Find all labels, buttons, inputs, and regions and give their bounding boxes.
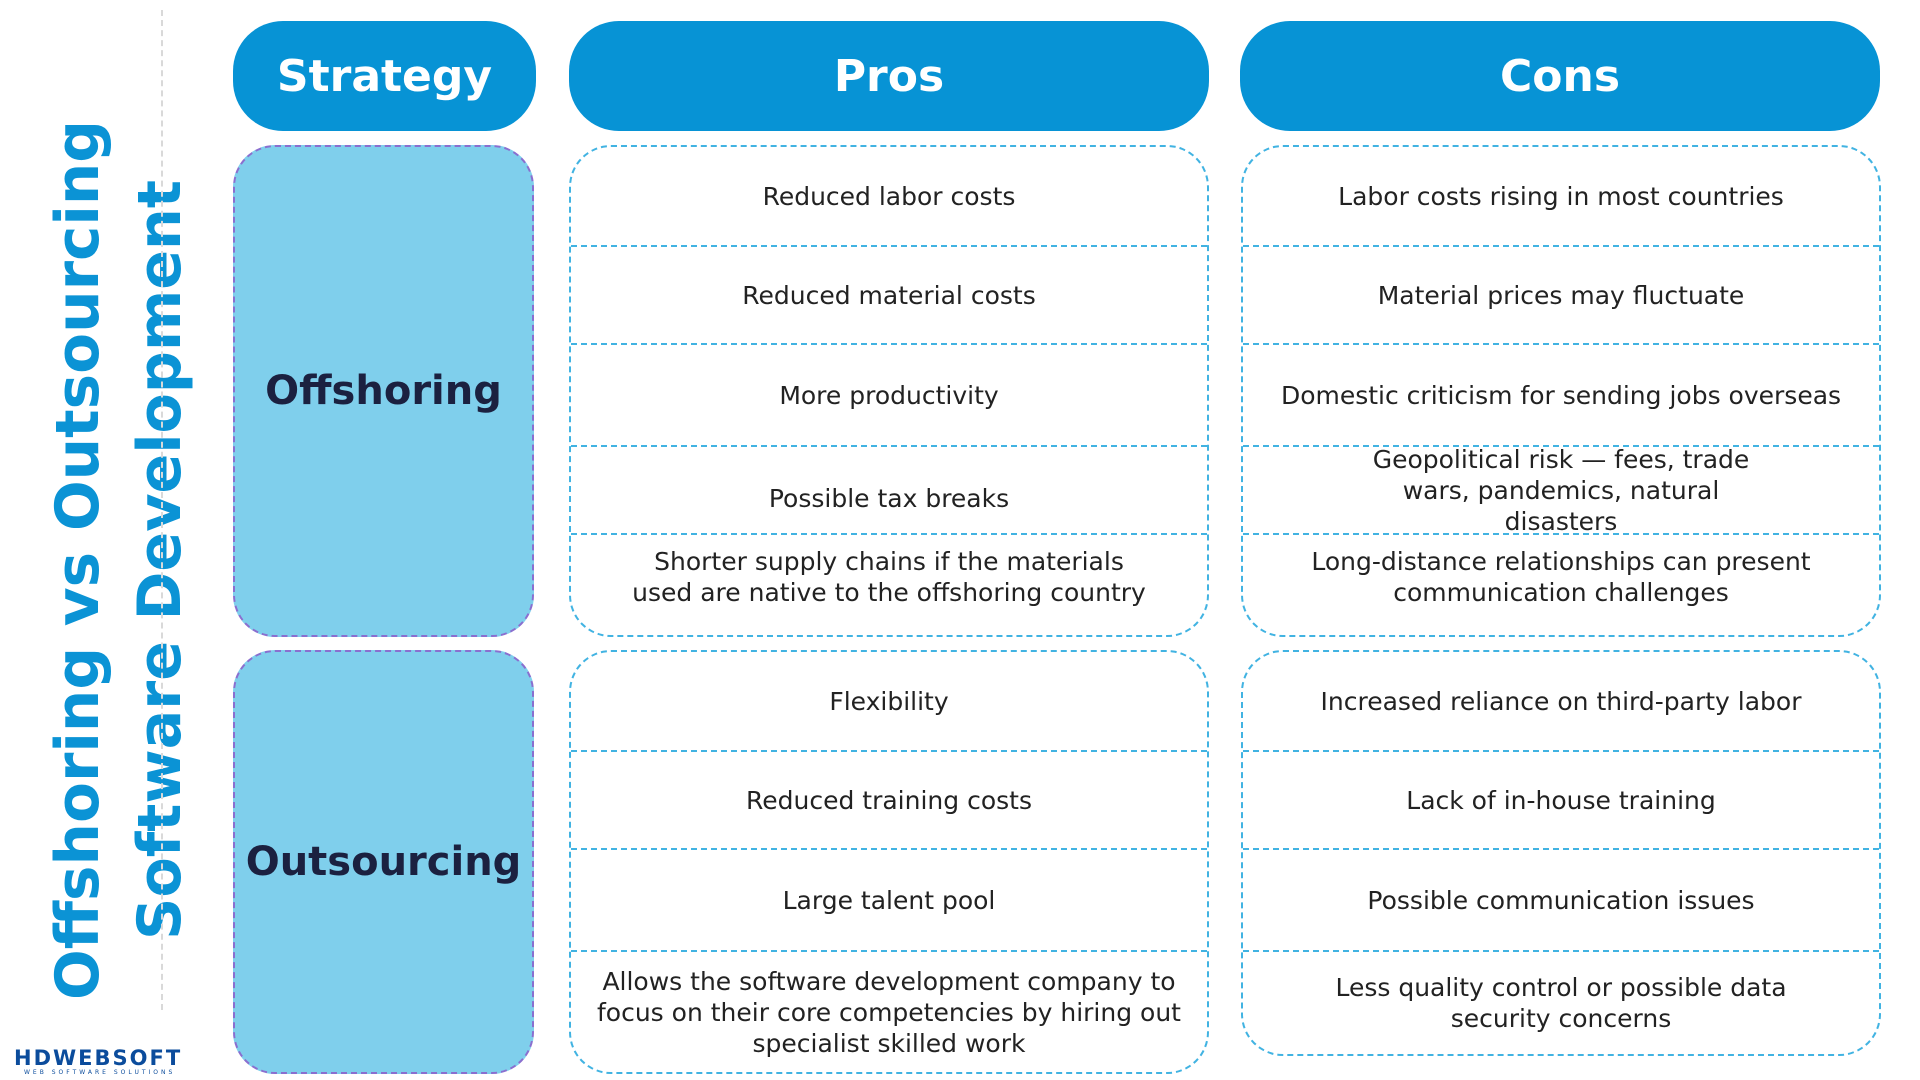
cons-item: Less quality control or possible data se…: [1335, 973, 1787, 1033]
row-divider: [571, 750, 1207, 752]
cons-item: Increased reliance on third-party labor: [1320, 686, 1802, 716]
cons-item: Domestic criticism for sending jobs over…: [1280, 380, 1842, 410]
row-divider: [1243, 848, 1879, 850]
cons-item: Lack of in-house training: [1406, 785, 1716, 815]
pros-item: Allows the software development company …: [597, 966, 1181, 1058]
pros-item: Possible tax breaks: [768, 483, 1010, 513]
cons-item: Material prices may fluctuate: [1377, 280, 1745, 310]
row-divider: [1243, 245, 1879, 247]
pros-item: Reduced material costs: [742, 280, 1036, 310]
row-divider: [1243, 533, 1879, 535]
logo-tagline: WEB SOFTWARE SOLUTIONS: [24, 1069, 176, 1076]
row-divider: [1243, 445, 1879, 447]
pros-item: Reduced training costs: [746, 785, 1032, 815]
row-divider: [571, 848, 1207, 850]
cons-item: Long-distance relationships can present …: [1311, 547, 1811, 607]
header-cons-label: Cons: [1499, 50, 1621, 102]
pros-item: Reduced labor costs: [762, 181, 1016, 211]
offshoring-pros-card: Reduced labor costs Reduced material cos…: [569, 145, 1209, 637]
row-divider: [571, 245, 1207, 247]
title-divider: [161, 10, 163, 1010]
pros-item: Flexibility: [829, 686, 949, 716]
cons-item: Labor costs rising in most countries: [1338, 181, 1784, 211]
logo-name: HDWEBSOFT: [14, 1046, 183, 1070]
pros-item: Shorter supply chains if the materials u…: [632, 547, 1146, 607]
header-pros: Pros: [569, 21, 1209, 131]
offshoring-cons-card: Labor costs rising in most countries Mat…: [1241, 145, 1881, 637]
row-divider: [1243, 950, 1879, 952]
row-divider: [571, 533, 1207, 535]
title-line-1: Offshoring vs Outsourcing: [43, 120, 113, 1000]
pros-item: More productivity: [779, 380, 999, 410]
header-cons: Cons: [1240, 21, 1880, 131]
header-strategy-label: Strategy: [276, 50, 493, 102]
row-divider: [571, 445, 1207, 447]
title-line-2: Software Development: [125, 180, 195, 940]
pros-item: Large talent pool: [782, 885, 996, 915]
strategy-outsourcing: Outsourcing: [233, 650, 534, 1074]
row-divider: [1243, 343, 1879, 345]
cons-item: Geopolitical risk — fees, trade wars, pa…: [1372, 444, 1750, 536]
cons-item: Possible communication issues: [1367, 885, 1755, 915]
strategy-outsourcing-label: Outsourcing: [245, 839, 522, 885]
vertical-title: Offshoring vs Outsourcing Software Devel…: [30, 60, 200, 1020]
row-divider: [1243, 750, 1879, 752]
header-pros-label: Pros: [833, 50, 945, 102]
outsourcing-cons-card: Increased reliance on third-party labor …: [1241, 650, 1881, 1056]
company-logo: HDWEBSOFT WEB SOFTWARE SOLUTIONS: [14, 1047, 224, 1077]
row-divider: [571, 950, 1207, 952]
strategy-offshoring-label: Offshoring: [265, 368, 502, 414]
outsourcing-pros-card: Flexibility Reduced training costs Large…: [569, 650, 1209, 1074]
header-strategy: Strategy: [233, 21, 536, 131]
row-divider: [571, 343, 1207, 345]
strategy-offshoring: Offshoring: [233, 145, 534, 637]
